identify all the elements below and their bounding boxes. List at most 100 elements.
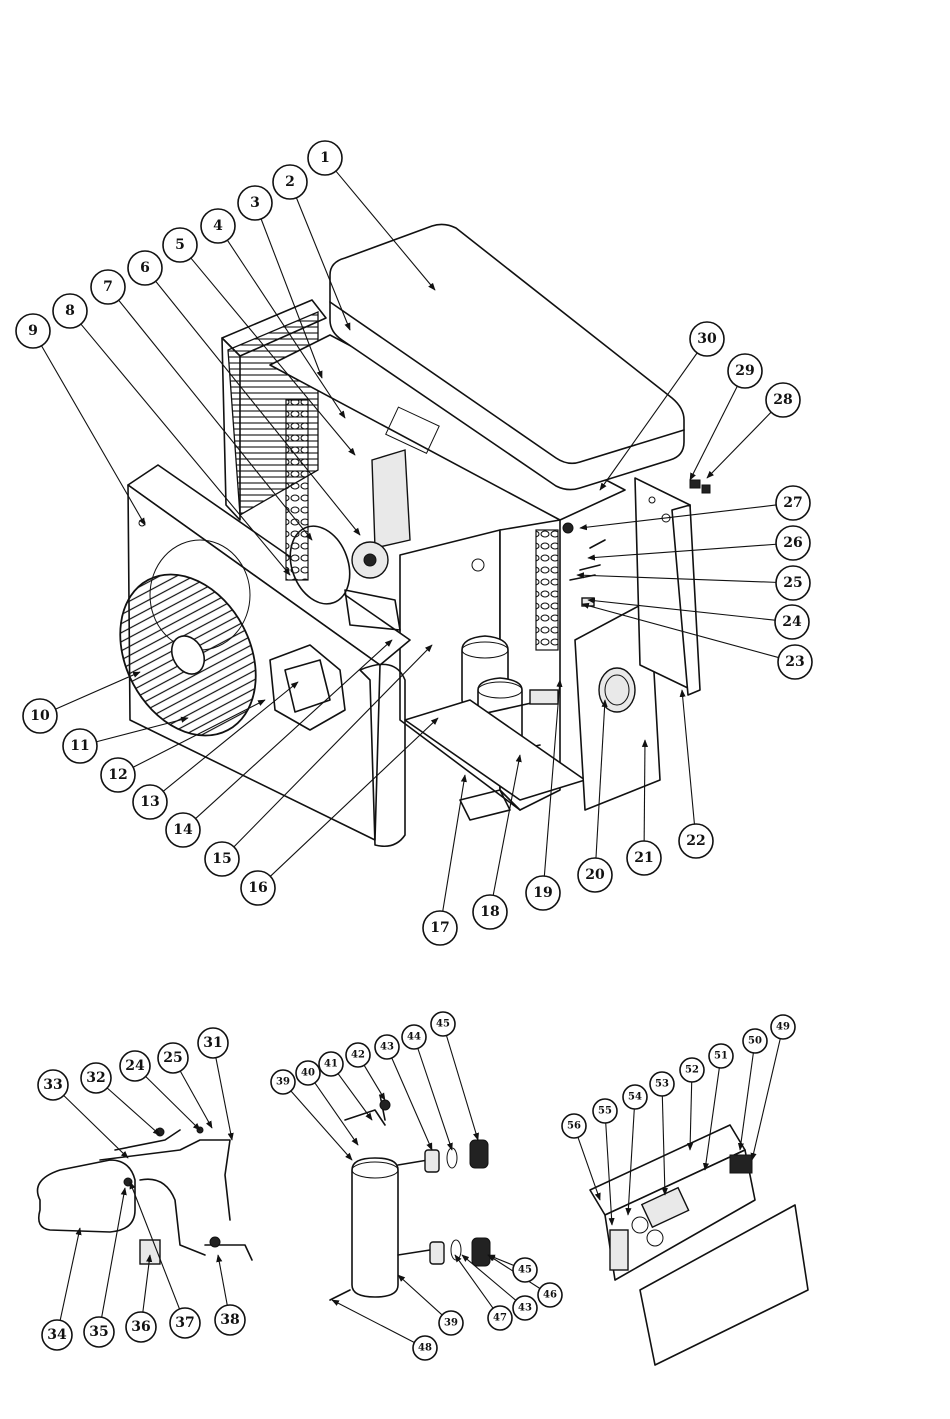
callout-main-13: 13: [133, 785, 167, 819]
callout-main-29: 29: [728, 354, 762, 388]
callout-exchanger-41: 41: [319, 1052, 343, 1076]
callout-exchanger-42: 42: [346, 1043, 370, 1067]
callout-number: 56: [567, 1121, 581, 1132]
callout-piping-34: 34: [42, 1320, 72, 1350]
evaporator-coil-right: [536, 530, 558, 650]
callout-number: 43: [380, 1042, 394, 1053]
callout-number: 4: [213, 218, 223, 234]
callout-number: 32: [86, 1070, 105, 1086]
callout-main-11: 11: [63, 729, 97, 763]
callout-exchanger-43: 43: [513, 1296, 537, 1320]
callout-number: 23: [785, 654, 804, 670]
callout-exchanger-39: 39: [439, 1311, 463, 1335]
callout-number: 20: [585, 867, 605, 883]
callout-control-53: 53: [650, 1072, 674, 1096]
callout-piping-31: 31: [198, 1028, 228, 1058]
callout-exchanger-40: 40: [296, 1061, 320, 1085]
callout-main-28: 28: [766, 383, 800, 417]
leader-line-control-49: [752, 1039, 780, 1160]
leader-line-control-52: [690, 1082, 692, 1150]
callout-number: 39: [444, 1318, 458, 1329]
leader-line-piping-31: [216, 1058, 232, 1140]
callout-control-54: 54: [623, 1085, 647, 1109]
leader-line-main-9: [41, 346, 145, 525]
callout-main-5: 5: [163, 228, 197, 262]
callout-number: 41: [324, 1059, 338, 1070]
leader-line-exchanger-41: [338, 1074, 372, 1120]
callout-number: 22: [686, 833, 705, 849]
callout-main-6: 6: [128, 251, 162, 285]
callout-number: 37: [175, 1315, 194, 1331]
callout-main-25: 25: [776, 566, 810, 600]
callout-number: 38: [220, 1312, 239, 1328]
callout-number: 52: [685, 1065, 699, 1076]
callout-number: 39: [276, 1077, 290, 1088]
callout-exchanger-47: 47: [488, 1306, 512, 1330]
leader-line-piping-35: [102, 1188, 125, 1317]
callout-main-18: 18: [473, 895, 507, 929]
callout-main-30: 30: [690, 322, 724, 356]
callout-main-15: 15: [205, 842, 239, 876]
leader-line-piping-34: [60, 1228, 80, 1320]
callout-exchanger-44: 44: [402, 1025, 426, 1049]
callout-number: 45: [436, 1019, 450, 1030]
leader-line-main-29: [690, 386, 737, 480]
callout-main-23: 23: [778, 645, 812, 679]
callout-number: 44: [407, 1032, 421, 1043]
callout-number: 46: [543, 1290, 557, 1301]
callout-main-14: 14: [166, 813, 200, 847]
callout-number: 10: [30, 708, 50, 724]
right-side-panel: [635, 478, 700, 695]
callout-number: 14: [173, 822, 193, 838]
callout-main-9: 9: [16, 314, 50, 348]
callout-number: 25: [783, 575, 802, 591]
callout-number: 19: [533, 885, 552, 901]
callout-number: 53: [655, 1079, 669, 1090]
leader-line-piping-25: [180, 1071, 212, 1128]
callout-number: 3: [250, 195, 260, 211]
callout-control-52: 52: [680, 1058, 704, 1082]
callout-exchanger-45: 45: [513, 1258, 537, 1282]
callout-control-50: 50: [743, 1029, 767, 1053]
callout-control-51: 51: [709, 1044, 733, 1068]
callout-main-2: 2: [273, 165, 307, 199]
callout-number: 25: [163, 1050, 182, 1066]
leader-line-exchanger-39: [398, 1275, 442, 1315]
side-grille-panel: [222, 300, 326, 520]
callout-number: 34: [47, 1327, 67, 1343]
callout-main-12: 12: [101, 758, 135, 792]
callout-main-4: 4: [201, 209, 235, 243]
callout-control-56: 56: [562, 1114, 586, 1138]
leader-line-piping-24: [146, 1077, 200, 1130]
callout-exchanger-43: 43: [375, 1035, 399, 1059]
titanium-heat-exchanger: [330, 1095, 490, 1300]
callout-main-7: 7: [91, 270, 125, 304]
callout-main-20: 20: [578, 858, 612, 892]
callout-number: 8: [65, 303, 75, 319]
leader-line-control-56: [578, 1137, 600, 1200]
callout-piping-25: 25: [158, 1043, 188, 1073]
callout-main-8: 8: [53, 294, 87, 328]
callout-number: 33: [43, 1077, 62, 1093]
callout-piping-36: 36: [126, 1312, 156, 1342]
callout-number: 26: [783, 535, 802, 551]
callout-number: 27: [783, 495, 802, 511]
callout-number: 11: [70, 738, 89, 754]
callout-main-19: 19: [526, 876, 560, 910]
callout-main-1: 1: [308, 141, 342, 175]
evaporator-coil-left: [286, 400, 308, 580]
callout-exchanger-45: 45: [431, 1012, 455, 1036]
callout-number: 50: [748, 1036, 762, 1047]
callout-number: 54: [628, 1092, 642, 1103]
callout-number: 24: [125, 1058, 145, 1074]
callout-number: 48: [418, 1343, 432, 1354]
callout-control-49: 49: [771, 1015, 795, 1039]
callout-number: 51: [714, 1051, 728, 1062]
callout-number: 17: [430, 920, 449, 936]
leader-line-exchanger-39: [291, 1091, 352, 1160]
leader-line-main-28: [707, 412, 771, 478]
callout-number: 31: [203, 1035, 222, 1051]
callout-number: 5: [175, 237, 185, 253]
callout-number: 12: [108, 767, 127, 783]
callout-number: 18: [480, 904, 499, 920]
